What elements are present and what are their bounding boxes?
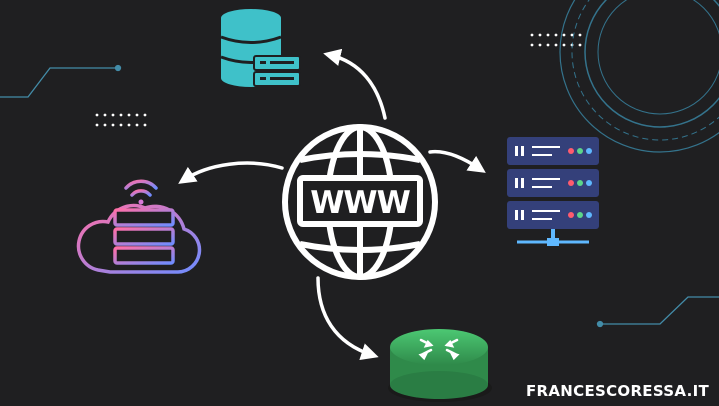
connection-arrows <box>178 48 486 361</box>
decorative-lines <box>0 64 719 328</box>
network-router-icon <box>388 329 492 402</box>
server-rack-icon <box>507 137 599 246</box>
decorative-rings <box>559 0 719 153</box>
arrow-to-database <box>323 48 387 120</box>
brand-watermark: FRANCESCORESSA.IT <box>525 382 709 400</box>
globe-label: WWW <box>310 185 410 221</box>
globe-www-icon <box>282 124 438 280</box>
database-icon <box>220 9 301 87</box>
arrow-to-servers <box>428 149 486 173</box>
wifi-icon <box>124 179 158 205</box>
decorative-dots <box>95 33 582 127</box>
cloud-outline <box>76 203 202 274</box>
arrow-to-cloud <box>178 161 284 184</box>
server-unit <box>507 201 599 229</box>
server-unit <box>507 137 599 165</box>
cloud-server-wifi-icon <box>76 179 202 274</box>
arrow-to-router <box>316 276 379 361</box>
server-unit <box>507 169 599 197</box>
